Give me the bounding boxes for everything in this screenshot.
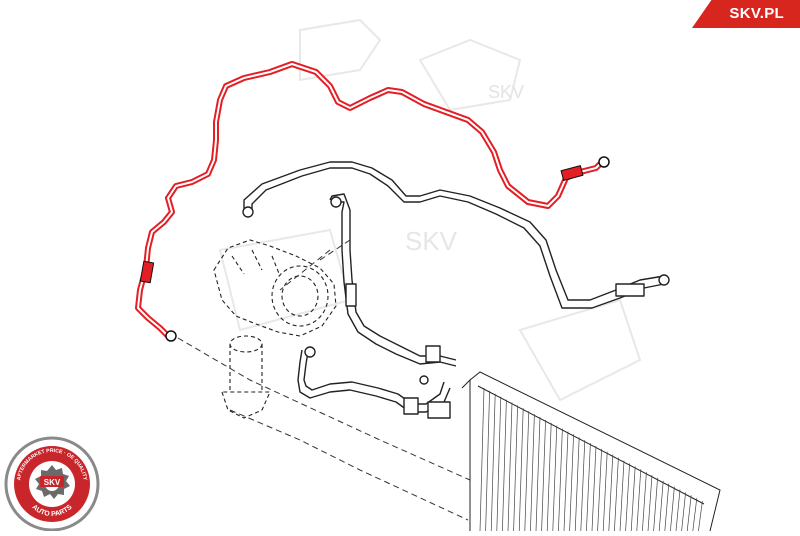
condenser-fin xyxy=(670,486,675,532)
condenser-fin xyxy=(502,399,507,532)
brand-site-label[interactable]: SKV.PL xyxy=(729,5,784,22)
condenser-fin xyxy=(513,405,518,532)
condenser-fin xyxy=(653,477,658,532)
brand-tab[interactable] xyxy=(692,0,800,28)
condenser-fin xyxy=(552,425,558,532)
condenser-fin xyxy=(597,448,602,532)
ac-hose-icon xyxy=(135,61,610,342)
condenser-fin xyxy=(658,480,664,532)
condenser-fin xyxy=(614,457,619,532)
condenser-fin xyxy=(558,428,563,532)
condenser-fin xyxy=(686,495,692,532)
mounting-lines xyxy=(177,239,471,521)
condenser-fin xyxy=(485,390,490,532)
condenser-fin xyxy=(692,498,698,532)
watermark-text: SKV xyxy=(488,82,524,102)
condenser-fin xyxy=(664,483,670,532)
condenser-fin xyxy=(546,422,552,532)
quality-badge: SKV AFTERMARKET PRICE · OE QUALITY AUTO … xyxy=(4,436,100,532)
pipe-lines xyxy=(242,161,670,419)
condenser-fin xyxy=(580,440,586,532)
condenser-fin xyxy=(507,402,513,532)
condenser-fin xyxy=(569,434,574,532)
condenser-fin xyxy=(608,454,614,532)
condenser-fin xyxy=(647,474,653,532)
condenser-fin xyxy=(524,411,530,532)
condenser-fin xyxy=(630,466,636,532)
condenser-fin xyxy=(625,463,630,532)
condenser-fin xyxy=(535,416,541,532)
condenser-fin xyxy=(479,387,485,532)
badge-center-text: SKV xyxy=(44,478,61,487)
condenser-fin xyxy=(602,451,608,532)
condenser-fin xyxy=(530,414,535,532)
condenser-fin xyxy=(591,445,597,532)
condenser-fin xyxy=(619,460,625,532)
condenser-fin xyxy=(586,443,591,532)
condenser-icon xyxy=(461,371,721,532)
condenser-fin xyxy=(541,419,546,532)
condenser-fin xyxy=(563,431,569,532)
condenser-fin xyxy=(490,393,496,532)
condenser-fin xyxy=(574,437,580,532)
condenser-fin xyxy=(496,396,502,532)
condenser-fin xyxy=(518,408,524,532)
receiver-drier-icon xyxy=(221,335,271,419)
condenser-fin xyxy=(642,472,647,532)
compressor-icon xyxy=(213,239,337,337)
condenser-fin xyxy=(681,492,686,532)
watermark: SKV SKV xyxy=(218,18,642,402)
condenser-fin xyxy=(698,501,703,532)
condenser-fin xyxy=(675,489,681,532)
watermark-text: SKV xyxy=(405,226,458,256)
condenser-fin xyxy=(636,469,642,532)
